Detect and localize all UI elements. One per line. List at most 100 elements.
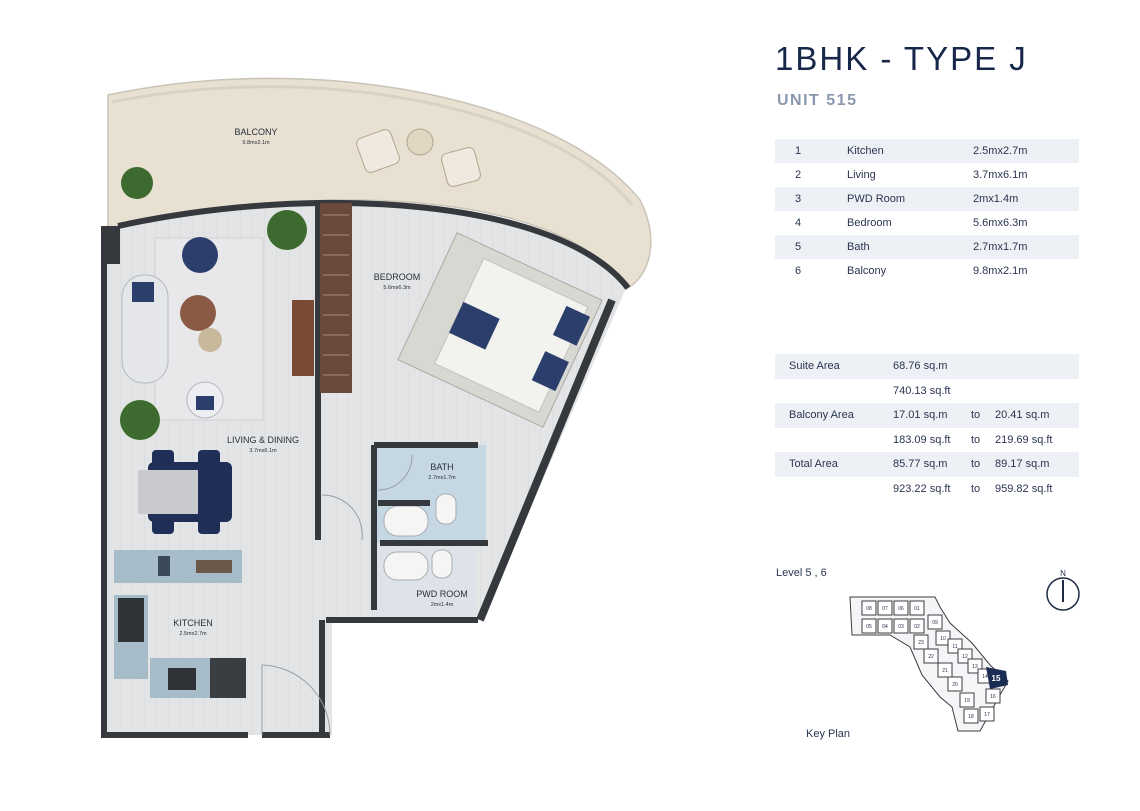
wardrobe [320, 203, 352, 393]
label-living: LIVING & DINING [227, 435, 299, 445]
total-sqm-from: 85.77 sq.m [893, 452, 971, 477]
svg-text:13: 13 [972, 664, 978, 670]
coffee-table [180, 295, 216, 331]
room-dim: 9.8mx2.1m [973, 265, 1028, 277]
bath-fixtures [383, 493, 457, 581]
room-dim: 3.7mx6.1m [973, 169, 1028, 181]
room-no: 1 [775, 139, 821, 163]
table-row: 923.22 sq.ft to 959.82 sq.ft [775, 477, 1079, 502]
room-no: 6 [794, 265, 802, 277]
key-plan-diagram: 08 07 06 05 04 03 02 01 09 10 11 12 13 1… [849, 596, 1009, 732]
table-row: 740.13 sq.ft [775, 379, 1079, 404]
svg-text:08: 08 [866, 606, 872, 612]
svg-text:19: 19 [964, 698, 970, 704]
svg-text:14: 14 [982, 674, 988, 680]
room-name: Bath [821, 235, 969, 259]
bed [397, 232, 603, 428]
label-bedroom: BEDROOM [374, 272, 421, 282]
svg-text:01: 01 [914, 606, 920, 612]
suite-area-sqft: 740.13 sq.ft [893, 384, 951, 397]
svg-text:17: 17 [984, 712, 990, 718]
svg-text:06: 06 [898, 606, 904, 612]
balcony-furniture [356, 128, 481, 187]
svg-text:04: 04 [882, 624, 888, 630]
svg-text:21: 21 [942, 668, 948, 674]
page-title: 1BHK - TYPE J [775, 40, 1028, 77]
room-dim: 2.5mx2.7m [969, 139, 1079, 163]
armchair-1 [182, 237, 218, 273]
svg-text:12: 12 [962, 654, 968, 660]
svg-text:09: 09 [932, 620, 938, 626]
room-dim: 2.7mx1.7m [969, 235, 1079, 259]
balcony-area-label: Balcony Area [775, 403, 893, 428]
level-text: Level 5 , 6 [776, 567, 827, 579]
svg-text:23: 23 [918, 640, 924, 646]
svg-text:07: 07 [882, 606, 888, 612]
total-sqm-to: 89.17 sq.m [995, 452, 1079, 477]
label-bath-dim: 2.7mx1.7m [428, 475, 456, 481]
svg-text:20: 20 [952, 682, 958, 688]
table-row: Total Area 85.77 sq.m to 89.17 sq.m [775, 452, 1079, 477]
label-bedroom-dim: 5.6mx6.3m [383, 285, 411, 291]
room-name: Bedroom [847, 217, 892, 229]
svg-text:16: 16 [990, 694, 996, 700]
area-table: Suite Area 68.76 sq.m 740.13 sq.ft Balco… [775, 354, 1079, 501]
label-bath: BATH [430, 462, 453, 472]
compass-icon: N [1046, 569, 1080, 611]
label-balcony-dim: 9.8mx2.1m [242, 140, 270, 146]
label-balcony: BALCONY [234, 127, 277, 137]
label-pwd-dim: 2mx1.4m [431, 602, 454, 608]
table-row: Suite Area 68.76 sq.m [775, 354, 1079, 379]
to-word: to [971, 403, 995, 428]
room-no: 3 [775, 187, 821, 211]
room-no: 5 [775, 235, 821, 259]
compass-north-label: N [1060, 569, 1066, 578]
room-name: Balcony [847, 265, 887, 277]
table-row: 6 Balcony 9.8mx2.1m [775, 259, 1079, 283]
label-kitchen-dim: 2.5mx2.7m [179, 631, 207, 637]
total-area-label: Total Area [775, 452, 893, 477]
kitchen-wall-block [104, 226, 120, 264]
room-name: Living [847, 169, 876, 181]
table-row: 183.09 sq.ft to 219.69 sq.ft [775, 428, 1079, 453]
highlight-unit-label: 15 [992, 674, 1001, 683]
stove [118, 598, 144, 642]
key-plan-label: Key Plan [806, 728, 851, 740]
svg-text:02: 02 [914, 624, 920, 630]
balcony-sqft-from: 183.09 sq.ft [893, 433, 951, 446]
room-name: PWD Room [821, 187, 969, 211]
side-table [198, 328, 222, 352]
room-dim: 2mx1.4m [969, 187, 1079, 211]
balcony-sqm-from: 17.01 sq.m [893, 403, 971, 428]
table-row: Balcony Area 17.01 sq.m to 20.41 sq.m [775, 403, 1079, 428]
suite-area-sqm: 68.76 sq.m [893, 354, 971, 379]
door-swings [261, 454, 413, 736]
label-living-dim: 3.7mx6.1m [249, 448, 277, 454]
room-name: Kitchen [821, 139, 969, 163]
table-row: 2 Living 3.7mx6.1m [775, 163, 1079, 187]
room-dim: 5.6mx6.3m [973, 217, 1028, 229]
room-no: 2 [794, 169, 802, 181]
svg-text:18: 18 [968, 714, 974, 720]
svg-text:05: 05 [866, 624, 872, 630]
tv-unit [292, 300, 314, 376]
key-plan-units: 08 07 06 05 04 03 02 01 09 10 11 12 13 1… [861, 600, 1008, 724]
to-word: to [971, 452, 995, 477]
svg-text:22: 22 [928, 654, 934, 660]
balcony-sqm-to: 20.41 sq.m [995, 403, 1079, 428]
label-pwd: PWD ROOM [416, 589, 468, 599]
suite-area-label: Suite Area [775, 354, 893, 379]
highlighted-unit-15 [986, 667, 1008, 689]
svg-text:03: 03 [898, 624, 904, 630]
total-sqft-to: 959.82 sq.ft [995, 482, 1053, 495]
label-kitchen: KITCHEN [173, 618, 213, 628]
unit-number: UNIT 515 [777, 92, 858, 109]
walls [101, 199, 631, 738]
plants [120, 167, 307, 505]
room-no: 4 [794, 217, 802, 229]
